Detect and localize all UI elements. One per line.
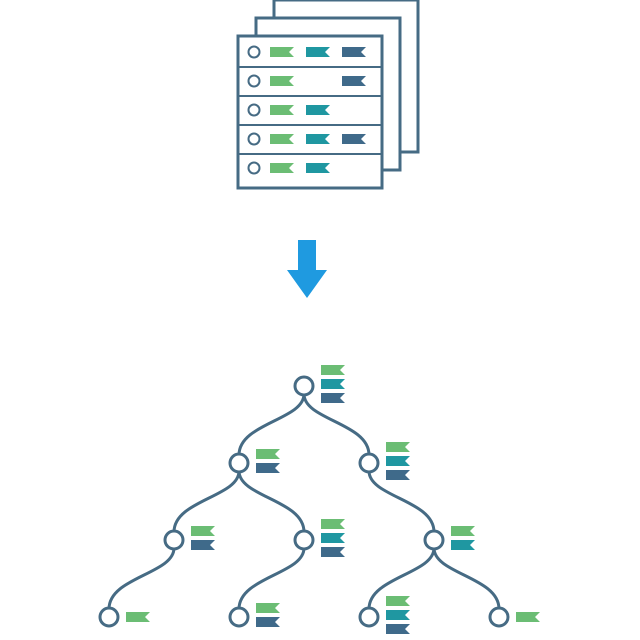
- node-circle-icon: [293, 529, 315, 551]
- tree-edge: [237, 392, 306, 457]
- tree-edge: [107, 546, 176, 611]
- teal-tag-icon: [386, 610, 410, 620]
- tree-edge: [432, 546, 501, 611]
- green-tag-icon: [516, 612, 540, 622]
- table-row: [247, 45, 366, 59]
- teal-tag-icon: [306, 47, 330, 57]
- green-tag-icon: [321, 365, 345, 375]
- tree-edges: [107, 392, 501, 611]
- tree-node-l2-b: [293, 519, 345, 557]
- tree-node-l2-a: [163, 526, 215, 551]
- teal-tag-icon: [306, 105, 330, 115]
- navy-tag-icon: [256, 463, 280, 473]
- table-row: [238, 66, 382, 88]
- teal-tag-icon: [451, 540, 475, 550]
- navy-tag-icon: [321, 547, 345, 557]
- node-circle-icon: [488, 606, 510, 628]
- arrow-down-shape: [287, 240, 327, 298]
- node-circle-icon: [358, 452, 380, 474]
- tree-edge: [367, 469, 436, 534]
- teal-tag-icon: [321, 533, 345, 543]
- tree-node-leaf-4: [488, 606, 540, 628]
- row-circle-icon: [247, 103, 261, 117]
- navy-tag-icon: [386, 470, 410, 480]
- green-tag-icon: [270, 105, 294, 115]
- green-tag-icon: [256, 603, 280, 613]
- tree-edge: [237, 469, 306, 534]
- tree-edge: [172, 469, 241, 534]
- teal-tag-icon: [386, 456, 410, 466]
- navy-tag-icon: [191, 540, 215, 550]
- green-tag-icon: [191, 526, 215, 536]
- teal-tag-icon: [306, 163, 330, 173]
- node-circle-icon: [98, 606, 120, 628]
- tree-node-leaf-2: [228, 603, 280, 628]
- navy-tag-icon: [342, 134, 366, 144]
- green-tag-icon: [270, 134, 294, 144]
- green-tag-icon: [256, 449, 280, 459]
- green-tag-icon: [386, 442, 410, 452]
- green-tag-icon: [126, 612, 150, 622]
- node-circle-icon: [293, 375, 315, 397]
- navy-tag-icon: [342, 47, 366, 57]
- navy-tag-icon: [342, 76, 366, 86]
- table-row: [238, 153, 382, 175]
- green-tag-icon: [270, 163, 294, 173]
- green-tag-icon: [270, 47, 294, 57]
- tree-edge: [367, 546, 436, 611]
- row-circle-icon: [247, 161, 261, 175]
- tree-node-l1-right: [358, 442, 410, 480]
- tree-node-leaf-3: [358, 596, 410, 634]
- data-table-stack: [236, 0, 420, 190]
- tree-node-l1-left: [228, 449, 280, 474]
- node-circle-icon: [228, 452, 250, 474]
- row-circle-icon: [247, 45, 261, 59]
- green-tag-icon: [321, 519, 345, 529]
- node-circle-icon: [163, 529, 185, 551]
- row-circle-icon: [247, 74, 261, 88]
- tree-node-l2-c: [423, 526, 475, 551]
- navy-tag-icon: [321, 393, 345, 403]
- green-tag-icon: [270, 76, 294, 86]
- tree-edge: [237, 546, 306, 611]
- green-tag-icon: [386, 596, 410, 606]
- decision-tree: [98, 365, 540, 634]
- navy-tag-icon: [256, 617, 280, 627]
- table-row: [238, 95, 382, 117]
- arrow-down-icon: [287, 240, 327, 298]
- navy-tag-icon: [386, 624, 410, 634]
- green-tag-icon: [451, 526, 475, 536]
- tree-edge: [302, 392, 371, 457]
- row-circle-icon: [247, 132, 261, 146]
- tree-node-leaf-1: [98, 606, 150, 628]
- node-circle-icon: [228, 606, 250, 628]
- teal-tag-icon: [306, 134, 330, 144]
- tree-node-root: [293, 365, 345, 403]
- teal-tag-icon: [321, 379, 345, 389]
- table-row: [238, 124, 382, 146]
- node-circle-icon: [358, 606, 380, 628]
- node-circle-icon: [423, 529, 445, 551]
